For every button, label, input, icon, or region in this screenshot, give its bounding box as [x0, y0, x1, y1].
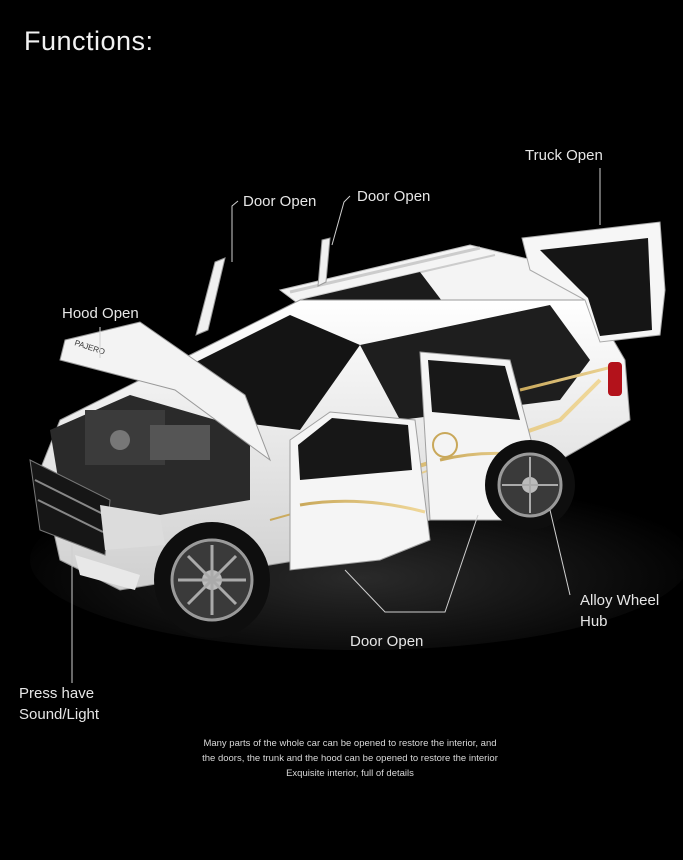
caption-line-1: Many parts of the whole car can be opene…: [203, 738, 497, 749]
label-door-open-left: Door Open: [243, 193, 317, 210]
front-wheel: [154, 522, 270, 638]
hood: [59, 321, 272, 462]
label-door-open-bottom: Door Open: [350, 633, 424, 650]
upper-door-left: [195, 257, 226, 336]
label-alloy-wheel-hub: Alloy Wheel Hub: [580, 592, 660, 630]
tail-light: [608, 362, 622, 396]
page-title: Functions:: [24, 26, 154, 56]
front-door: [289, 411, 431, 571]
label-press-sound-light: Press have Sound/Light: [19, 685, 100, 723]
caption-line-2: the doors, the trunk and the hood can be…: [202, 753, 498, 764]
caption-line-3: Exquisite interior, full of details: [286, 768, 414, 779]
caption: Many parts of the whole car can be opene…: [110, 736, 590, 781]
rear-wheel: [485, 440, 575, 530]
label-truck-open: Truck Open: [525, 147, 603, 164]
callout-lines: [71, 168, 601, 683]
callout-door-open-left: [231, 200, 239, 262]
label-door-open-right: Door Open: [357, 188, 431, 205]
callout-alloy-wheel: [549, 509, 571, 596]
callout-door-open-right: [331, 195, 351, 246]
callout-door-open-bottom: [344, 514, 479, 613]
trunk-door: [521, 221, 666, 343]
front-grille: [29, 459, 165, 590]
label-hood-open: Hood Open: [62, 305, 139, 322]
upper-door-right: [317, 237, 331, 287]
engine-bay: [50, 395, 250, 520]
